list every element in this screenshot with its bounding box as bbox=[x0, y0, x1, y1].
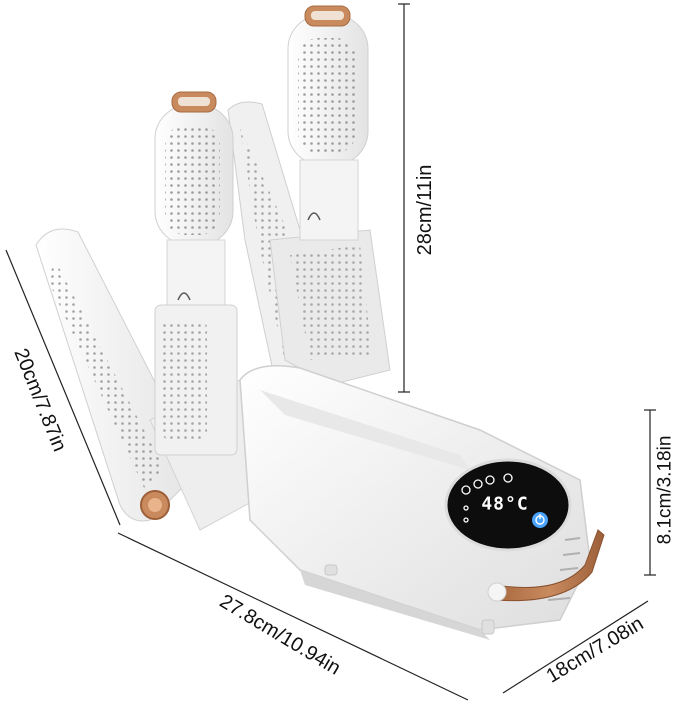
base-unit bbox=[239, 365, 591, 640]
display-temperature: 48°C bbox=[481, 493, 529, 515]
strap-rivet bbox=[487, 582, 507, 602]
depth-line bbox=[5, 249, 121, 526]
length-line bbox=[117, 532, 469, 701]
dimension-lines bbox=[5, 3, 656, 701]
front-arm bbox=[154, 91, 238, 456]
tall-arm bbox=[287, 5, 369, 241]
base-height-label: 8.1cm/3.18in bbox=[654, 435, 676, 545]
leather-strap bbox=[487, 529, 605, 602]
height-label: 28cm/11in bbox=[414, 164, 436, 256]
mode-button-icons[interactable] bbox=[461, 473, 513, 523]
power-icon[interactable] bbox=[532, 512, 548, 528]
back-arm bbox=[227, 101, 391, 386]
width-line bbox=[502, 600, 649, 694]
control-panel bbox=[444, 458, 572, 552]
